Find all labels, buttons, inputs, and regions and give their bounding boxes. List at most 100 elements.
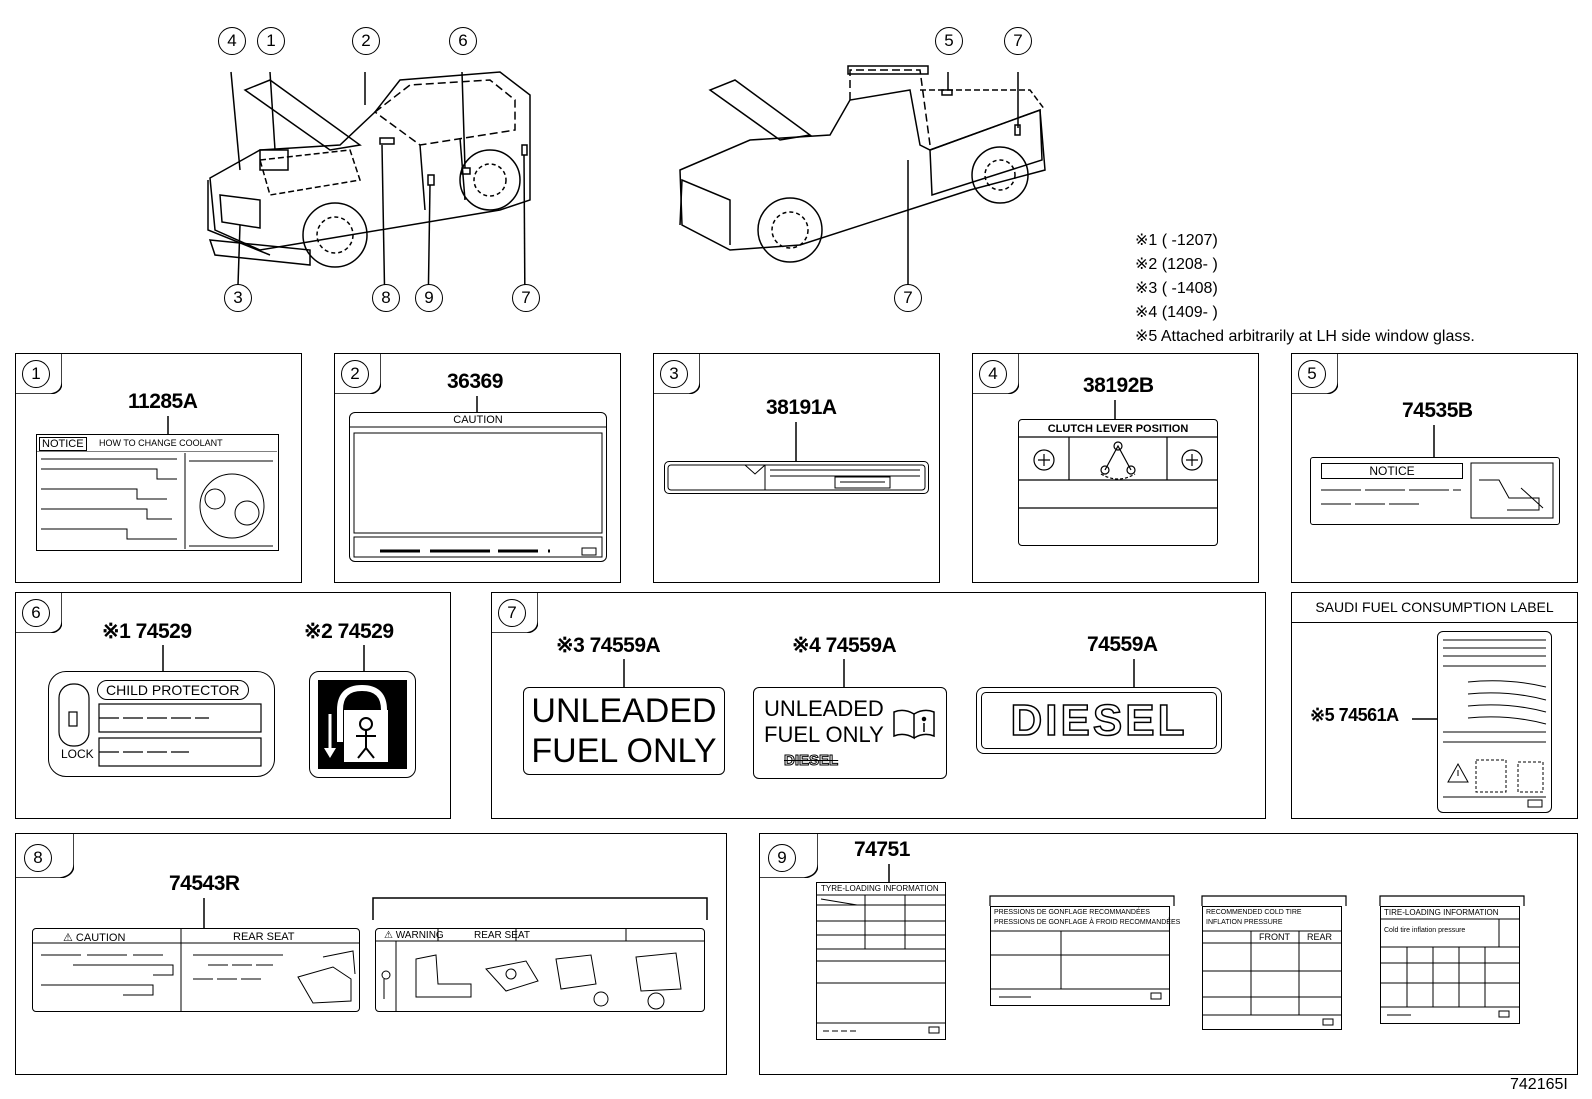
callout-7-pickup-top: 7 [1004, 27, 1032, 55]
tire-loading-table [1381, 918, 1519, 1018]
label-caution-heading: CAUTION [453, 414, 503, 426]
label-child-protector: CHILD PROTECTOR LOCK [48, 671, 275, 777]
panel-number: 7 [498, 599, 526, 627]
tire-loading-heading: TIRE-LOADING INFORMATION [1384, 908, 1499, 917]
clutch-diagram-icon [1019, 436, 1217, 509]
label-warning-rear-seat: ⚠ WARNING REAR SEAT [375, 928, 705, 1012]
callout-4-wagon: 4 [218, 27, 246, 55]
pressions-heading-1: PRESSIONS DE GONFLAGE RECOMMANDÉES [994, 909, 1150, 916]
panel-8: 8 74543R ⚠ CAUTION REAR SEAT ⚠ WARNING R… [15, 833, 727, 1075]
part-number: 38191A [766, 396, 837, 419]
label-recommended-cold-tire: RECOMMENDED COLD TIRE INFLATION PRESSURE… [1202, 906, 1342, 1030]
saudi-label-lines [1443, 639, 1547, 808]
panel-number: 9 [768, 844, 796, 872]
panel-number: 6 [22, 599, 50, 627]
tyre-loading-heading: TYRE-LOADING INFORMATION [821, 884, 939, 893]
label-caution-rear-seat: ⚠ CAUTION REAR SEAT [32, 928, 360, 1012]
panel-number: 2 [341, 360, 369, 388]
panel-7: 7 ※3 74559A ※4 74559A 74559A UNLEADED FU… [491, 592, 1266, 819]
callout-7-wagon: 7 [512, 284, 540, 312]
leader-line [363, 645, 365, 673]
leader-line [476, 396, 478, 414]
note-3: ※3 ( -1408) [1135, 280, 1218, 297]
note-4: ※4 (1409- ) [1135, 304, 1218, 321]
pressions-table [991, 930, 1169, 1000]
panel-tab: 4 [973, 354, 1019, 394]
label-diesel: DIESEL [976, 687, 1222, 754]
part-number: 74751 [854, 838, 910, 861]
lock-text: LOCK [61, 747, 94, 761]
label-notice-subheading: HOW TO CHANGE COOLANT [99, 438, 223, 448]
unleaded-line-2: FUEL ONLY [531, 732, 717, 770]
cold-tire-text: Cold tire inflation pressure [1384, 927, 1466, 934]
label-unleaded-fuel-only-manual: UNLEADED FUEL ONLY DIESEL [753, 687, 947, 779]
panel-4: 4 38192B CLUTCH LEVER POSITION [972, 353, 1259, 583]
unleaded-line-1: UNLEADED [531, 692, 717, 730]
unleaded-small-line-1: UNLEADED [764, 696, 884, 721]
leader-line [795, 422, 797, 462]
label-diesel-inner [981, 692, 1217, 749]
bracket [372, 897, 708, 920]
panel-tab: 9 [760, 834, 818, 878]
panel-number: 8 [24, 844, 52, 872]
label-clutch-heading: CLUTCH LEVER POSITION [1047, 423, 1189, 435]
panel-tab: 5 [1292, 354, 1338, 394]
label-coolant-notice: NOTICE HOW TO CHANGE COOLANT [36, 434, 279, 551]
rear-seat-diagram-icon [376, 929, 704, 1011]
caution-heading: ⚠ CAUTION [63, 932, 126, 944]
part-number-1: ※1 74529 [102, 620, 192, 643]
callout-3-wagon: 3 [224, 284, 252, 312]
callout-8-wagon: 8 [372, 284, 400, 312]
part-number: 74543R [169, 872, 240, 895]
note-5: ※5 Attached arbitrarily at LH side windo… [1135, 328, 1475, 345]
label-clutch-lever: CLUTCH LEVER POSITION [1018, 419, 1218, 546]
label-strip-lines [667, 464, 926, 491]
part-number: 38192B [1083, 374, 1154, 397]
rear-seat-heading-2: REAR SEAT [474, 930, 530, 941]
label-notice: NOTICE [1310, 457, 1560, 525]
label-saudi-fuel [1437, 631, 1552, 813]
leader-line [888, 864, 890, 884]
rear-heading: REAR [1307, 932, 1333, 942]
panel-number: 5 [1298, 360, 1326, 388]
label-pressions-gonflage: PRESSIONS DE GONFLAGE RECOMMANDÉES PRESS… [990, 906, 1180, 1006]
part-number: 74535B [1402, 399, 1473, 422]
label-strip [664, 461, 929, 494]
panel-tab: 7 [492, 593, 538, 633]
tyre-loading-table [817, 894, 945, 1034]
leader-line [1433, 425, 1435, 459]
leader-line [623, 659, 625, 689]
panel-tab: 2 [335, 354, 381, 394]
panel-tab: 6 [16, 593, 62, 633]
label-caution: CAUTION [349, 412, 607, 562]
panel-tab: 1 [16, 354, 62, 394]
bracket [1201, 895, 1347, 906]
vehicle-illustration-wagon [207, 71, 531, 285]
caution-label-lines [33, 929, 359, 1011]
leader-line [1412, 718, 1438, 720]
child-protector-heading: CHILD PROTECTOR [97, 680, 249, 700]
panel-saudi-fuel: SAUDI FUEL CONSUMPTION LABEL ※5 74561A [1291, 592, 1578, 819]
recommended-heading-2: INFLATION PRESSURE [1206, 919, 1283, 926]
label-caution-lines [350, 426, 606, 558]
callout-9-wagon: 9 [415, 284, 443, 312]
callout-7-pickup-bottom: 7 [894, 284, 922, 312]
saudi-title: SAUDI FUEL CONSUMPTION LABEL [1292, 593, 1577, 623]
part-number: 11285A [128, 390, 198, 413]
recommended-heading-1: RECOMMENDED COLD TIRE [1206, 909, 1302, 916]
part-number: ※5 74561A [1310, 705, 1399, 725]
child-lock-icon [58, 683, 262, 767]
label-unleaded-fuel-only: UNLEADED FUEL ONLY [523, 687, 725, 775]
label-notice-heading: NOTICE [39, 437, 87, 451]
part-number-3: 74559A [1087, 633, 1158, 656]
panel-6: 6 ※1 74529 ※2 74529 CHILD PROTECTOR LOCK [15, 592, 451, 819]
panel-tab: 8 [16, 834, 74, 878]
part-number-2: ※4 74559A [792, 634, 897, 657]
part-number-2: ※2 74529 [304, 620, 394, 643]
part-number-1: ※3 74559A [556, 634, 661, 657]
child-lock-pictogram-icon [318, 680, 407, 769]
vehicle-illustration-pickup [679, 65, 1046, 285]
panel-1: 1 11285A NOTICE HOW TO CHANGE COOLANT [15, 353, 302, 583]
panel-number: 4 [979, 360, 1007, 388]
callout-2-wagon: 2 [352, 27, 380, 55]
